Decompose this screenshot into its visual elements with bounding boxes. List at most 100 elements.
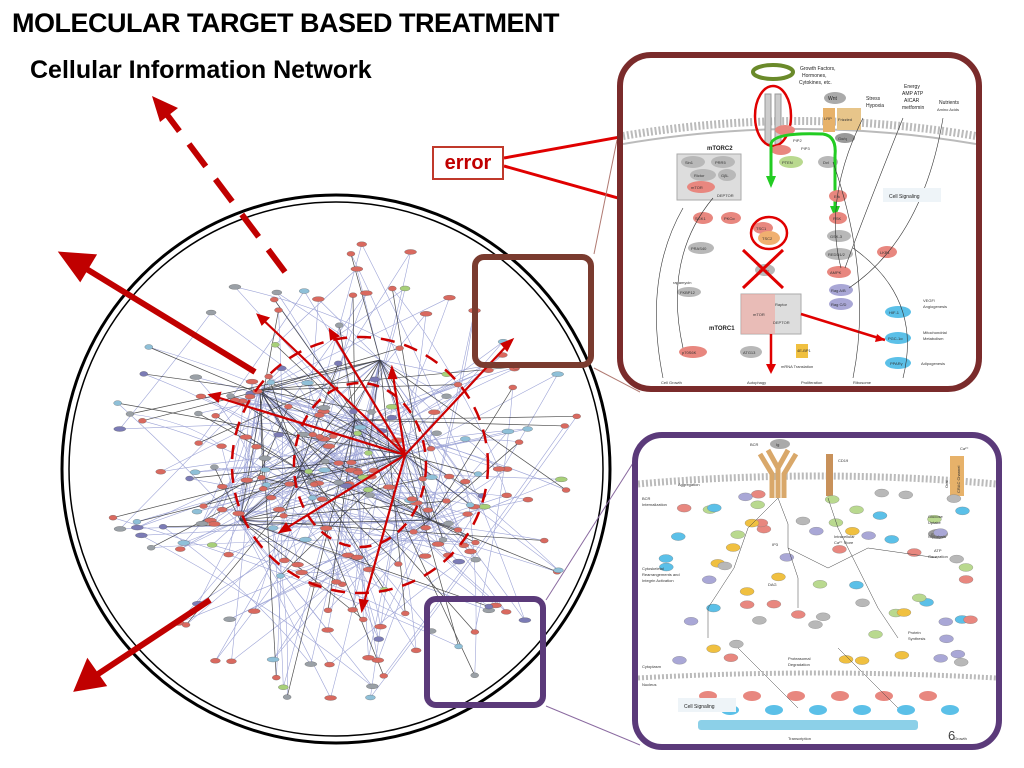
network-node	[406, 496, 418, 502]
watermark-box-b	[678, 698, 736, 712]
network-node	[266, 656, 280, 663]
network-edge	[299, 469, 385, 677]
network-edge	[249, 359, 381, 397]
network-edge	[259, 297, 450, 391]
label-glucose: Glucose	[928, 514, 943, 519]
network-edge	[273, 454, 406, 529]
network-node	[318, 467, 331, 473]
network-node	[299, 288, 310, 294]
label-metabolism: Metabolism	[923, 336, 944, 341]
network-node	[540, 537, 549, 544]
bcr-nuclear-node	[765, 705, 783, 715]
network-node	[210, 658, 221, 664]
network-node	[232, 510, 245, 517]
network-edge	[239, 519, 545, 541]
bcr-node	[706, 603, 721, 613]
network-node	[367, 409, 376, 415]
label-pras40: PRAS40	[691, 246, 707, 251]
bcr-node	[832, 545, 847, 554]
bcr-node	[896, 608, 912, 617]
network-node	[216, 507, 228, 513]
pathway-curves	[656, 117, 944, 379]
label-uptake: Uptake	[928, 520, 941, 525]
network-node	[257, 474, 266, 481]
label-ppar: PPARγ	[890, 361, 903, 366]
network-edge	[280, 454, 406, 577]
network-node	[181, 622, 191, 628]
network-edge	[245, 436, 431, 521]
bcr-node	[707, 503, 722, 513]
network-edge	[215, 415, 301, 471]
dna-strip	[698, 720, 918, 730]
network-edge	[354, 370, 489, 421]
label-aggregation: Aggregation	[678, 482, 700, 487]
network-node	[401, 610, 410, 617]
network-node	[190, 469, 201, 475]
label-pten: PTEN	[782, 160, 793, 165]
network-node	[251, 444, 262, 450]
network-node	[348, 292, 358, 298]
network-edge	[143, 373, 325, 471]
network-node	[395, 345, 404, 351]
label-crac: CRAC Channel	[956, 466, 961, 493]
network-edge	[361, 244, 526, 621]
bcr-node	[725, 543, 741, 552]
network-node	[113, 400, 122, 406]
network-edge	[404, 454, 459, 647]
network-node	[346, 459, 357, 466]
network-node	[418, 476, 427, 482]
network-nodes	[108, 241, 581, 701]
bcr-node	[717, 561, 733, 571]
bcr-nuclear-node	[831, 691, 849, 701]
label-stress: Stress	[866, 96, 881, 102]
network-edge	[404, 454, 411, 501]
zoom-box-top	[472, 254, 594, 368]
network-edge	[465, 438, 507, 496]
feedback-loop	[769, 132, 837, 208]
network-node	[359, 616, 368, 623]
network-node	[518, 617, 532, 623]
zoom-box-bottom	[424, 596, 546, 708]
label-autophagy: Autophagy	[747, 380, 766, 385]
network-node	[442, 498, 451, 504]
network-node	[522, 426, 533, 432]
network-node	[431, 430, 442, 436]
network-node	[492, 466, 506, 472]
bcr-nuclear-node	[919, 691, 937, 701]
network-edge	[374, 359, 381, 380]
receptor-highlight	[753, 84, 793, 148]
network-node	[113, 526, 127, 532]
network-edge	[178, 446, 330, 624]
label-redd1: REDD1/2	[828, 252, 846, 257]
bcr-nuclear-node	[875, 691, 893, 701]
bcr-nuclear-node	[897, 705, 915, 715]
block-mark-2	[741, 248, 785, 290]
label-4ebp1: 4E-BP1	[797, 348, 812, 353]
slide-subtitle: Cellular Information Network	[30, 56, 372, 84]
network-node	[324, 695, 337, 701]
label-raga: Rag A/B	[831, 288, 846, 293]
network-edge	[270, 382, 406, 456]
zoom-line-bottom-1	[545, 451, 641, 601]
network-node	[271, 342, 280, 348]
network-node	[205, 309, 217, 316]
network-node	[551, 371, 564, 377]
bcr-node	[874, 488, 889, 498]
network-edge	[367, 297, 450, 490]
cell-membrane	[623, 117, 976, 140]
network-node	[210, 464, 219, 470]
network-node	[131, 524, 144, 531]
network-edge	[210, 469, 301, 521]
network-edge	[203, 505, 476, 560]
bcr-pathway-diagram: BCR Ig CD19 Ca²⁺ CRAC Channel Orai STIM1…	[638, 439, 996, 741]
network-edge	[259, 368, 282, 391]
network-edge	[352, 359, 381, 610]
label-ragc: Rag C/D	[831, 302, 846, 307]
bcr-node	[868, 630, 883, 639]
label-amp-atp: AMP ATP	[902, 91, 924, 97]
network-node	[299, 536, 312, 543]
network-node	[462, 511, 473, 517]
network-node	[223, 616, 236, 622]
bcr-node	[838, 655, 854, 664]
label-ca-store: Ca²⁺ Store	[834, 540, 854, 545]
